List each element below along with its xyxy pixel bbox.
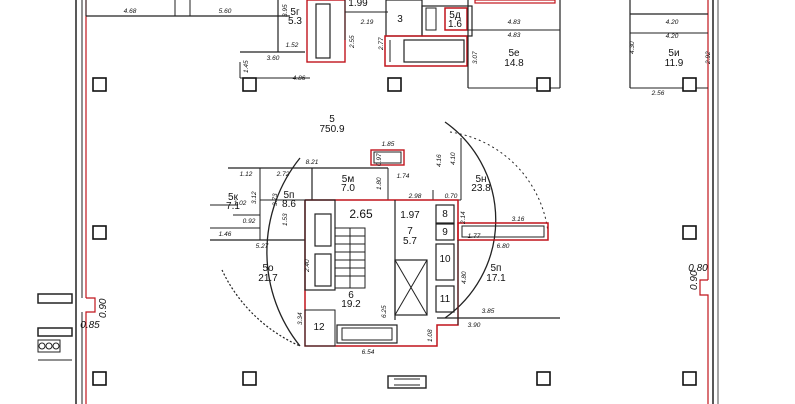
dim-label: 0.97 [376,153,383,166]
dim-label: 3.85 [482,308,495,315]
dim-label: 4.80 [461,271,468,284]
room-5o-id: 5о [262,263,274,274]
room-5p2-id: 5п [491,263,502,274]
dim-label: 3.12 [251,191,258,204]
dim-label: 4.30 [629,41,636,54]
room-7-id: 7 [407,226,413,237]
dim-label: 2.98 [408,193,422,200]
structural-columns [92,77,697,389]
dim-label: 1.80 [376,177,383,190]
room-5d-id: 5д [449,10,461,21]
dim-label: 6.54 [362,349,375,356]
dim-label: 4.83 [508,19,521,26]
room-5p-id: 5п [284,190,295,201]
dim-label: 4.10 [450,152,457,165]
dim-label: 3.16 [512,216,525,223]
dimension-labels: 4.68 5.60 3.95 2.19 2.77 2.55 1.52 3.60 … [80,4,712,356]
room-5-id: 5 [329,114,335,125]
room-labels: 3 5г 5.3 5 750.9 5е 14.8 5и 11.9 5м 7.0 … [226,0,684,333]
dim-label: 4.86 [293,75,306,82]
dim-label: 3.60 [267,55,280,62]
dim-label: 5.27 [256,243,269,250]
dim-label: 6.80 [497,243,510,250]
room-5e-area: 14.8 [504,58,524,69]
rotunda-outline [221,121,549,347]
dim-label: 3.90 [468,322,481,329]
room-5k-area: 7.1 [226,201,240,212]
central-core [304,149,560,347]
dim-label: 1.08 [427,329,434,342]
room-5m-area: 7.0 [341,183,355,194]
room-5p-area: 8.6 [282,199,296,210]
dim-label: 0.90 [689,270,700,290]
room-5n-id: 5н [475,174,486,185]
dim-label: 1.12 [240,171,253,178]
dim-label: 4.16 [436,154,443,167]
dim-label: 4.68 [124,8,137,15]
dim-label: 3.95 [282,4,289,17]
dim-label: 2.40 [304,259,311,273]
room-5e-id: 5е [508,48,520,59]
room-6-area: 19.2 [341,299,361,310]
dim-label: 1.77 [468,233,481,240]
dim-label: 0.80 [688,263,708,274]
dim-label: 0.70 [445,193,458,200]
room-7-area: 5.7 [403,236,417,247]
room-5g-area: 5.3 [288,16,302,27]
dim-label: 2.19 [360,19,374,26]
room-5-area: 750.9 [319,124,344,135]
dim-label: 0.85 [80,320,100,331]
left-stair-stub [37,293,73,361]
dim-label: 0.92 [243,218,256,225]
dim-label: 4.83 [508,32,521,39]
dim-label: 1.02 [234,200,247,207]
dim-label: 1.53 [282,213,289,226]
area-2-65: 2.65 [349,207,373,221]
dim-label: 1.46 [219,231,232,238]
dim-label: 2.92 [705,51,712,65]
dim-label: 2.56 [651,90,665,97]
room-9-id: 9 [442,227,448,238]
dim-label: 3.34 [297,312,304,325]
room-5o-area: 21.7 [258,273,278,284]
outer-walls [75,0,719,404]
room-5n-area: 23.8 [471,183,491,194]
room-5m-id: 5м [342,174,355,185]
room-5p2-area: 17.1 [486,273,506,284]
area-1-85: 1.85 [382,141,395,148]
dim-label: 2.14 [460,211,467,225]
dim-label: 2.72 [276,171,290,178]
room-10-id: 10 [439,254,451,265]
dim-label: 1.74 [397,173,410,180]
room-5i-id: 5и [668,48,679,59]
dim-label: 1.52 [286,42,299,49]
room-5i-area: 11.9 [665,58,684,69]
room-5g-id: 5г [290,7,300,18]
room-11-id: 11 [440,294,451,305]
area-1-97: 1.97 [400,210,420,221]
area-1-99: 1.99 [348,0,368,9]
room-12-id: 12 [313,322,325,333]
room-5d-area: 1.6 [448,19,462,30]
dim-label: 5.60 [219,8,232,15]
stair-treads [335,228,365,288]
dim-label: 4.20 [666,19,679,26]
dim-label: 0.90 [98,298,109,318]
dim-label: 3.07 [472,51,479,64]
room-8-id: 8 [442,209,448,220]
dim-label: 2.55 [349,35,356,49]
dim-label: 8.21 [306,159,319,166]
dim-label: 4.20 [666,33,679,40]
room-3-id: 3 [397,14,403,25]
left-wing-rooms [210,138,462,241]
room-6-id: 6 [348,290,354,301]
dim-label: 6.25 [381,305,388,318]
dim-label: 3.73 [272,193,279,206]
room-5k-id: 5к [228,192,239,203]
dim-label: 2.77 [378,37,385,51]
dim-label: 1.45 [243,60,250,73]
